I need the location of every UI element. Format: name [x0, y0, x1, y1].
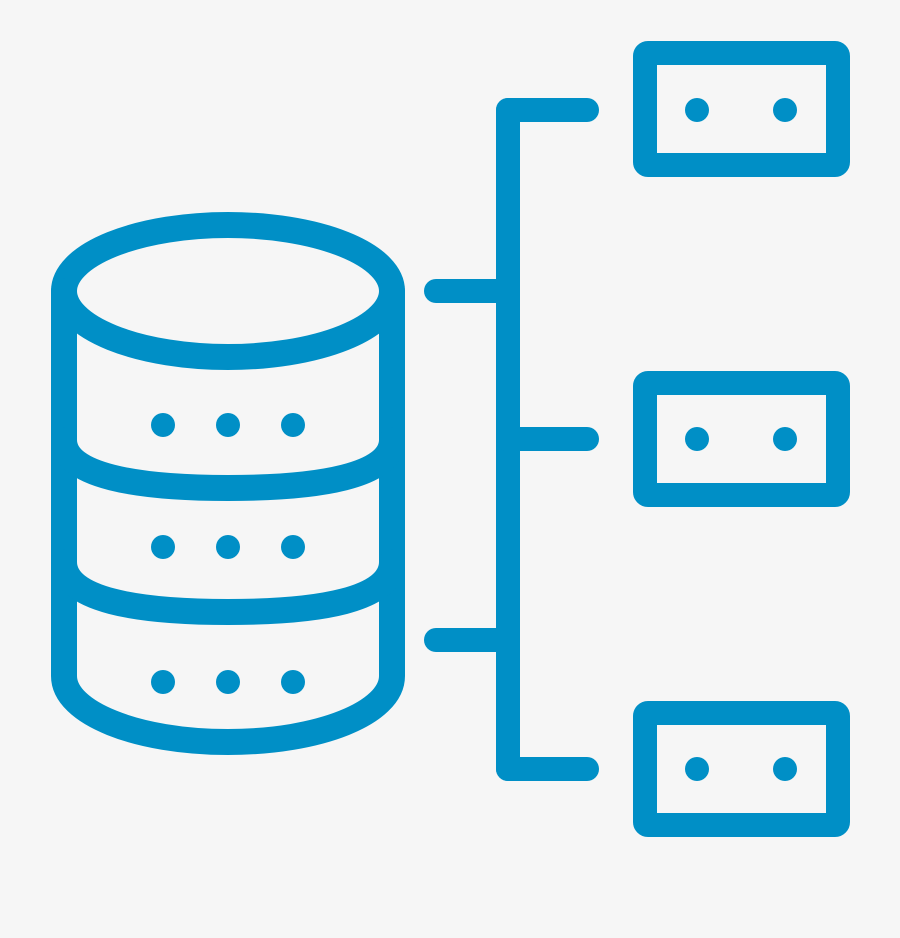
tier-3-dot [151, 670, 175, 694]
tier-2-dot [151, 535, 175, 559]
tier-3-dot [281, 670, 305, 694]
tier-1-dot [151, 413, 175, 437]
server-boxes [633, 41, 850, 837]
connector-tree [424, 98, 599, 781]
server-bottom-dot [773, 757, 797, 781]
server-top-dot [685, 98, 709, 122]
tier-3-dot [216, 670, 240, 694]
tier-2-dot [281, 535, 305, 559]
server-middle-dot [773, 427, 797, 451]
database-top [51, 212, 405, 370]
server-box-bottom [633, 701, 850, 837]
server-middle-dot [685, 427, 709, 451]
tier-1-dot [216, 413, 240, 437]
database-tier-2-divider [51, 549, 405, 625]
database-dots [151, 413, 305, 694]
database-tier-1-divider [51, 427, 405, 501]
database-body [51, 278, 405, 755]
server-box-middle [633, 371, 850, 507]
server-dots [685, 98, 797, 781]
database-cylinder-icon [51, 212, 405, 755]
tier-2-dot [216, 535, 240, 559]
server-bottom-dot [685, 757, 709, 781]
server-top-dot [773, 98, 797, 122]
server-box-top [633, 41, 850, 177]
tier-1-dot [281, 413, 305, 437]
